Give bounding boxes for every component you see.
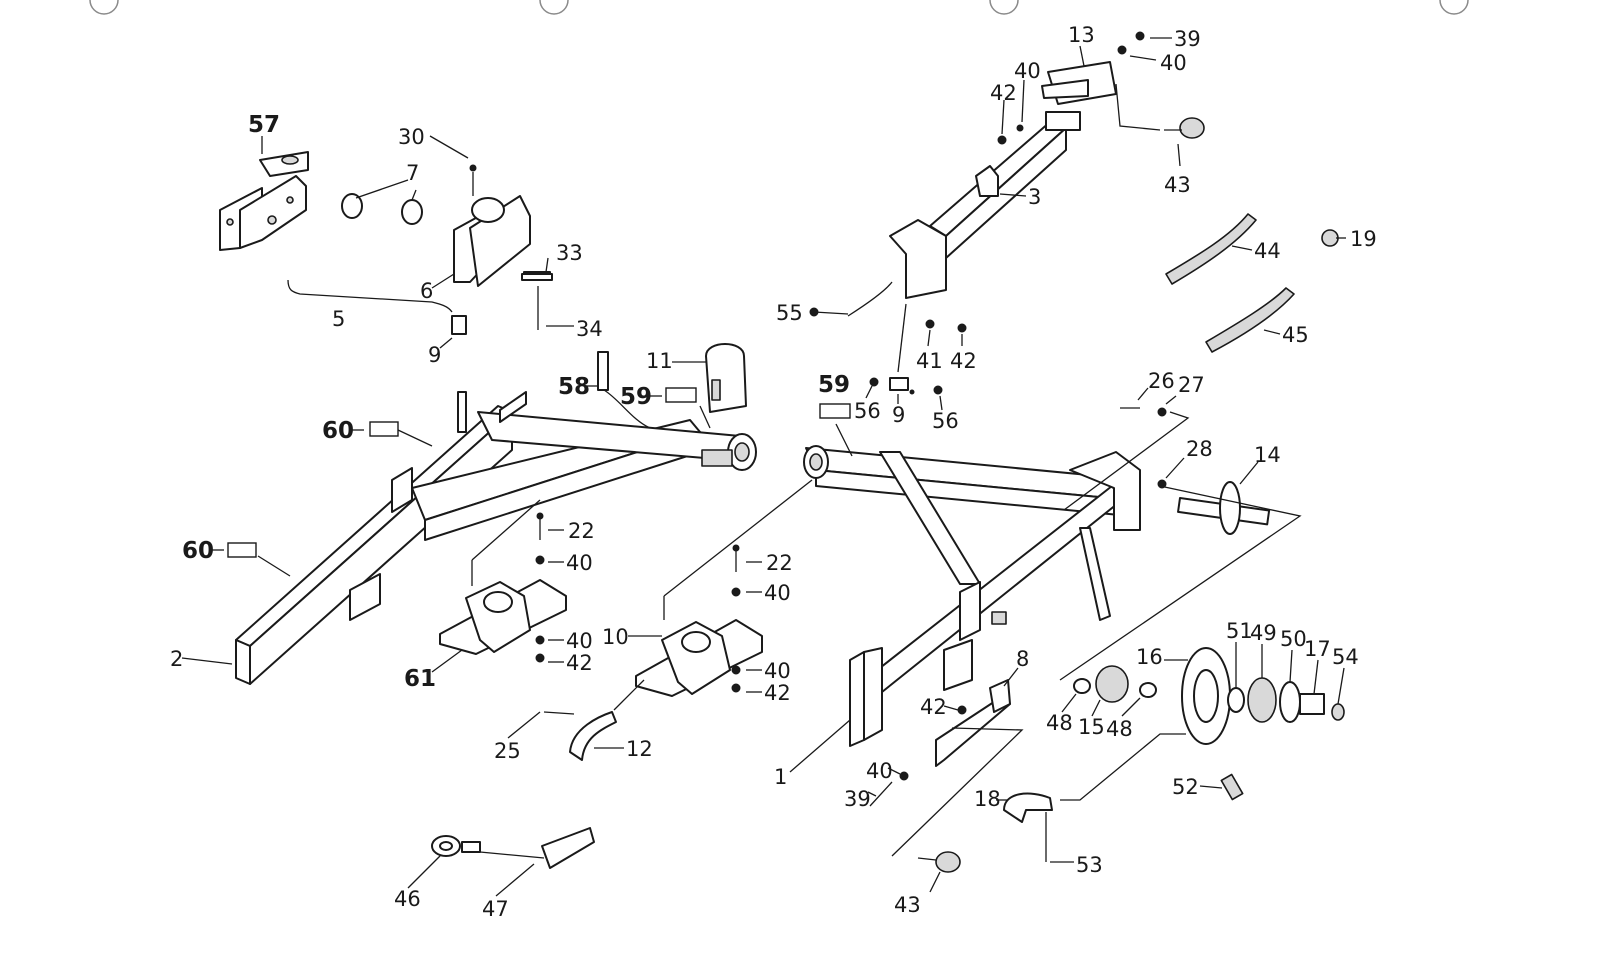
label-boxes bbox=[227, 387, 851, 558]
part-label-48-a: 48 bbox=[1046, 711, 1073, 735]
part-label-39-bottom: 39 bbox=[844, 787, 871, 811]
part-label-48-b: 48 bbox=[1106, 717, 1133, 741]
part-6-bearing-bracket bbox=[341, 193, 551, 335]
part-label-40-left-a: 40 bbox=[566, 551, 593, 575]
part-label-28: 28 bbox=[1186, 437, 1213, 461]
part-label-59-left: 59 bbox=[620, 384, 652, 410]
part-label-33: 33 bbox=[556, 241, 583, 265]
part-label-5: 5 bbox=[332, 307, 345, 331]
part-label-51: 51 bbox=[1226, 619, 1253, 643]
part-44-chain bbox=[1165, 213, 1257, 285]
part-45-chain bbox=[1205, 287, 1295, 353]
part-label-1: 1 bbox=[774, 765, 787, 789]
part-label-34: 34 bbox=[576, 317, 603, 341]
part-label-56-right: 56 bbox=[932, 409, 959, 433]
part-label-60-upper: 60 bbox=[322, 418, 354, 444]
part-label-53: 53 bbox=[1076, 853, 1103, 877]
part-label-3: 3 bbox=[1028, 185, 1041, 209]
part-label-43-top: 43 bbox=[1164, 173, 1191, 197]
part-label-45: 45 bbox=[1282, 323, 1309, 347]
part-3-arm bbox=[889, 61, 1117, 299]
binder-holes bbox=[89, 0, 1469, 15]
part-label-40-right-b: 40 bbox=[764, 659, 791, 683]
part-8-bracket bbox=[935, 679, 1011, 767]
part-label-49: 49 bbox=[1250, 621, 1277, 645]
part-label-43-bottom: 43 bbox=[894, 893, 921, 917]
part-label-10: 10 bbox=[602, 625, 629, 649]
part-label-42-arm: 42 bbox=[950, 349, 977, 373]
part-label-2: 2 bbox=[170, 647, 183, 671]
part-label-13: 13 bbox=[1068, 23, 1095, 47]
part-label-9-right: 9 bbox=[892, 403, 905, 427]
part-label-56-left: 56 bbox=[854, 399, 881, 423]
part-46-eye-nut bbox=[431, 835, 481, 857]
part-labels: 1 2 3 5 6 7 8 9 9 10 11 12 13 14 15 16 1… bbox=[170, 23, 1377, 921]
part-label-58: 58 bbox=[558, 374, 590, 400]
part-label-59-right: 59 bbox=[818, 372, 850, 398]
part-label-40-left-b: 40 bbox=[566, 629, 593, 653]
part-label-15: 15 bbox=[1078, 715, 1105, 739]
part-label-19: 19 bbox=[1350, 227, 1377, 251]
part-label-42-left: 42 bbox=[566, 651, 593, 675]
part-47-latch bbox=[479, 827, 595, 869]
part-label-7: 7 bbox=[406, 161, 419, 185]
part-label-9-left: 9 bbox=[428, 343, 441, 367]
part-label-44: 44 bbox=[1254, 239, 1281, 263]
part-label-40-bottom: 40 bbox=[866, 759, 893, 783]
part-label-42-right: 42 bbox=[764, 681, 791, 705]
part-label-12: 12 bbox=[626, 737, 653, 761]
part-label-14: 14 bbox=[1254, 443, 1281, 467]
part-label-41: 41 bbox=[916, 349, 943, 373]
part-label-40-top: 40 bbox=[1160, 51, 1187, 75]
part-label-54: 54 bbox=[1332, 645, 1359, 669]
part-18-clip bbox=[1003, 792, 1053, 823]
part-label-50: 50 bbox=[1280, 627, 1307, 651]
part-label-16: 16 bbox=[1136, 645, 1163, 669]
part-label-39-top: 39 bbox=[1174, 27, 1201, 51]
part-label-17: 17 bbox=[1304, 637, 1331, 661]
part-label-52: 52 bbox=[1172, 775, 1199, 799]
right-a-frame bbox=[803, 445, 1141, 747]
part-label-40-right-a: 40 bbox=[764, 581, 791, 605]
part-label-61: 61 bbox=[404, 666, 436, 692]
part-label-22-left: 22 bbox=[568, 519, 595, 543]
part-label-42-bottom: 42 bbox=[920, 695, 947, 719]
part-label-46: 46 bbox=[394, 887, 421, 911]
part-57-bracket bbox=[219, 151, 309, 251]
part-label-60-lower: 60 bbox=[182, 538, 214, 564]
part-label-57: 57 bbox=[248, 112, 280, 138]
part-58-lynch-pin bbox=[597, 351, 651, 429]
part-11-cap bbox=[705, 343, 747, 413]
part-label-26: 26 bbox=[1148, 369, 1175, 393]
part-label-30: 30 bbox=[398, 125, 425, 149]
hardware bbox=[469, 31, 1339, 873]
part-label-22-right: 22 bbox=[766, 551, 793, 575]
part-label-55: 55 bbox=[776, 301, 803, 325]
part-12-handle bbox=[569, 711, 617, 761]
part-label-11: 11 bbox=[646, 349, 673, 373]
part-61-clamp-block bbox=[439, 579, 567, 655]
part-label-42-arm-top: 42 bbox=[990, 81, 1017, 105]
part-label-27: 27 bbox=[1178, 373, 1205, 397]
part-label-40-arm: 40 bbox=[1014, 59, 1041, 83]
part-10-clamp-block bbox=[635, 619, 763, 697]
part-label-18: 18 bbox=[974, 787, 1001, 811]
left-a-frame bbox=[235, 391, 757, 685]
leader-lines bbox=[181, 37, 1346, 897]
part-label-8: 8 bbox=[1016, 647, 1029, 671]
part-label-6: 6 bbox=[420, 279, 433, 303]
part-label-25: 25 bbox=[494, 739, 521, 763]
part-14-stub-shaft bbox=[1177, 481, 1271, 535]
part-label-47: 47 bbox=[482, 897, 509, 921]
